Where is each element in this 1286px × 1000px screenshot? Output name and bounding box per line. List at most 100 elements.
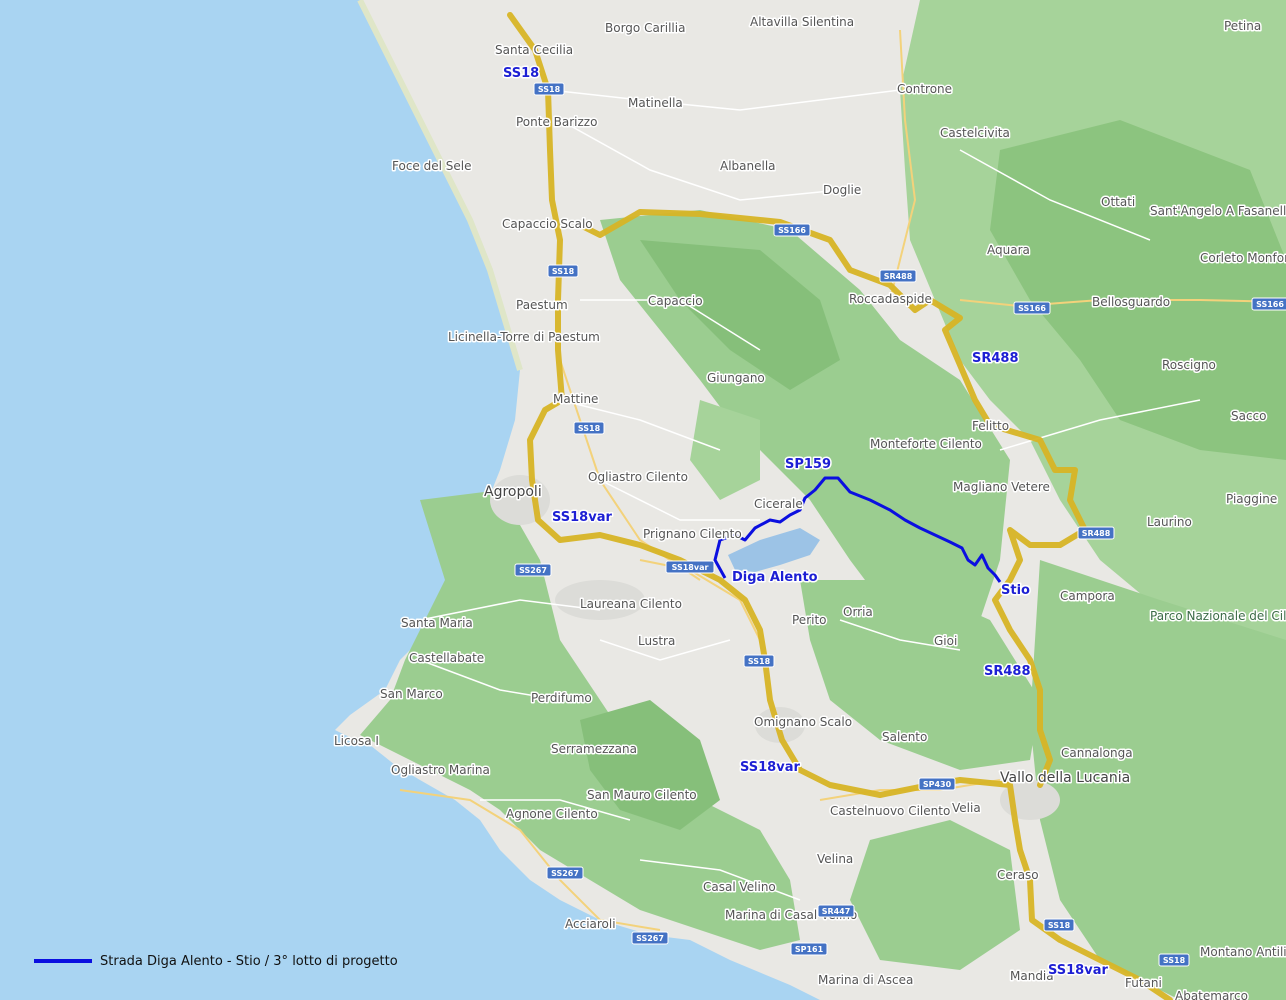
shield-label: SS18 [538, 85, 561, 94]
town-castellabate: Castellabate [409, 651, 484, 665]
shield-box [533, 82, 565, 96]
town-foce-del-sele: Foce del Sele [392, 159, 471, 173]
town-mattine: Mattine [553, 392, 598, 406]
shield-box [743, 654, 775, 668]
shield-box [817, 904, 855, 918]
town-casal-velino: Casal Velino [703, 880, 776, 894]
shield-sr488-b: SR488 [1077, 526, 1115, 540]
town-san-marco: San Marco [380, 687, 443, 701]
shield-ss18-b: SS18 [547, 264, 579, 278]
label-stio: Stio [1001, 583, 1030, 598]
shield-ss166-a: SS166 [773, 223, 811, 237]
town-licosa: Licosa I [334, 734, 379, 748]
shield-box [631, 931, 669, 945]
shield-ss18-a: SS18 [533, 82, 565, 96]
shield-label: SS267 [519, 566, 547, 575]
town-orria: Orria [843, 605, 873, 619]
town-santangelo: Sant'Angelo A Fasanella [1150, 204, 1286, 218]
town-futani: Futani [1125, 976, 1162, 990]
town-santa-maria: Santa Maria [401, 616, 473, 630]
town-sacco: Sacco [1231, 409, 1267, 423]
shield-box [665, 560, 715, 574]
town-castelnuovo: Castelnuovo Cilento [830, 804, 950, 818]
town-prignano: Prignano Cilento [643, 527, 742, 541]
town-piaggine: Piaggine [1226, 492, 1277, 506]
shield-ss18-c: SS18 [573, 421, 605, 435]
town-acciaroli: Acciaroli [565, 917, 616, 931]
legend-label: Strada Diga Alento - Stio / 3° lotto di … [100, 954, 398, 969]
shield-ss18-e: SS18 [1043, 918, 1075, 932]
town-felitto: Felitto [972, 419, 1009, 433]
town-vallo: Vallo della Lucania [1000, 770, 1130, 786]
shield-label: SS166 [778, 226, 806, 235]
town-doglie: Doglie [823, 183, 861, 197]
shield-label: SR447 [822, 907, 851, 916]
shield-box [546, 866, 584, 880]
label-sr488-upper: SR488 [972, 351, 1019, 366]
shield-box [1251, 297, 1286, 311]
route-labels: SS18 SS18var SP159 Diga Alento Stio SR48… [502, 65, 1110, 980]
shield-ss166-b: SS166 [1013, 301, 1051, 315]
shield-ss18var: SS18var [665, 560, 715, 574]
shield-box [879, 269, 917, 283]
shield-label: SS18 [552, 267, 575, 276]
shield-label: SP430 [923, 780, 952, 789]
shield-label: SS166 [1256, 300, 1284, 309]
town-gioi: Gioi [934, 634, 957, 648]
town-ponte-barizzo: Ponte Barizzo [516, 115, 597, 129]
town-aquara: Aquara [987, 243, 1030, 257]
town-salento: Salento [882, 730, 927, 744]
label-ss18-top: SS18 [503, 66, 539, 81]
shield-label: SR488 [884, 272, 913, 281]
label-ss18var-omignano: SS18var [740, 760, 800, 775]
town-agropoli: Agropoli [484, 484, 542, 500]
town-petina: Petina [1224, 19, 1261, 33]
town-velia: Velia [952, 801, 981, 815]
town-roccadaspide: Roccadaspide [849, 292, 932, 306]
town-santa-cecilia: Santa Cecilia [495, 43, 573, 57]
shield-label: SS18 [1163, 956, 1186, 965]
label-ss18var-agropoli: SS18var [552, 510, 612, 525]
shield-label: SS18 [578, 424, 601, 433]
legend: Strada Diga Alento - Stio / 3° lotto di … [34, 954, 398, 969]
town-ogliastro-cilento: Ogliastro Cilento [588, 470, 688, 484]
town-capaccio: Capaccio [648, 294, 703, 308]
shield-label: SS18var [672, 563, 709, 572]
shield-label: SS18 [748, 657, 771, 666]
shield-ss18-f: SS18 [1158, 953, 1190, 967]
town-serramezzana: Serramezzana [551, 742, 637, 756]
label-sr488-lower: SR488 [984, 664, 1031, 679]
town-albanella: Albanella [720, 159, 776, 173]
shield-box [514, 563, 552, 577]
shield-label: SS166 [1018, 304, 1046, 313]
town-controne: Controne [897, 82, 952, 96]
shield-ss166-c: SS166 [1251, 297, 1286, 311]
town-ogliastro-marina: Ogliastro Marina [391, 763, 490, 777]
shield-sp161: SP161 [790, 942, 828, 956]
town-mandia: Mandia [1010, 969, 1054, 983]
altavilla-line: Altavilla Silentina [750, 15, 854, 29]
shield-box [573, 421, 605, 435]
town-perdifumo: Perdifumo [531, 691, 592, 705]
town-abatemarco: Abatemarco [1175, 989, 1248, 1000]
town-campora: Campora [1060, 589, 1115, 603]
town-giungano: Giungano [707, 371, 765, 385]
town-monteforte: Monteforte Cilento [870, 437, 982, 451]
town-marina-ascea: Marina di Ascea [818, 973, 913, 987]
shield-ss267-c: SS267 [631, 931, 669, 945]
shield-label: SS267 [551, 869, 579, 878]
town-magliano: Magliano Vetere [953, 480, 1050, 494]
town-borgo-carillia: Borgo Carillia [605, 21, 685, 35]
town-roscigno: Roscigno [1162, 358, 1216, 372]
town-licinella: Licinella-Torre di Paestum [448, 330, 600, 344]
town-paestum: Paestum [516, 298, 568, 312]
lake-alento [728, 528, 820, 572]
town-corleto: Corleto Monforte [1200, 251, 1286, 265]
town-labels: Santa Cecilia Borgo Carillia Altavilla S… [333, 14, 1286, 1000]
label-sp159: SP159 [785, 457, 831, 472]
town-altavilla: Altavilla Silentina [750, 15, 854, 29]
shield-label: SS267 [636, 934, 664, 943]
town-lustra: Lustra [638, 634, 675, 648]
